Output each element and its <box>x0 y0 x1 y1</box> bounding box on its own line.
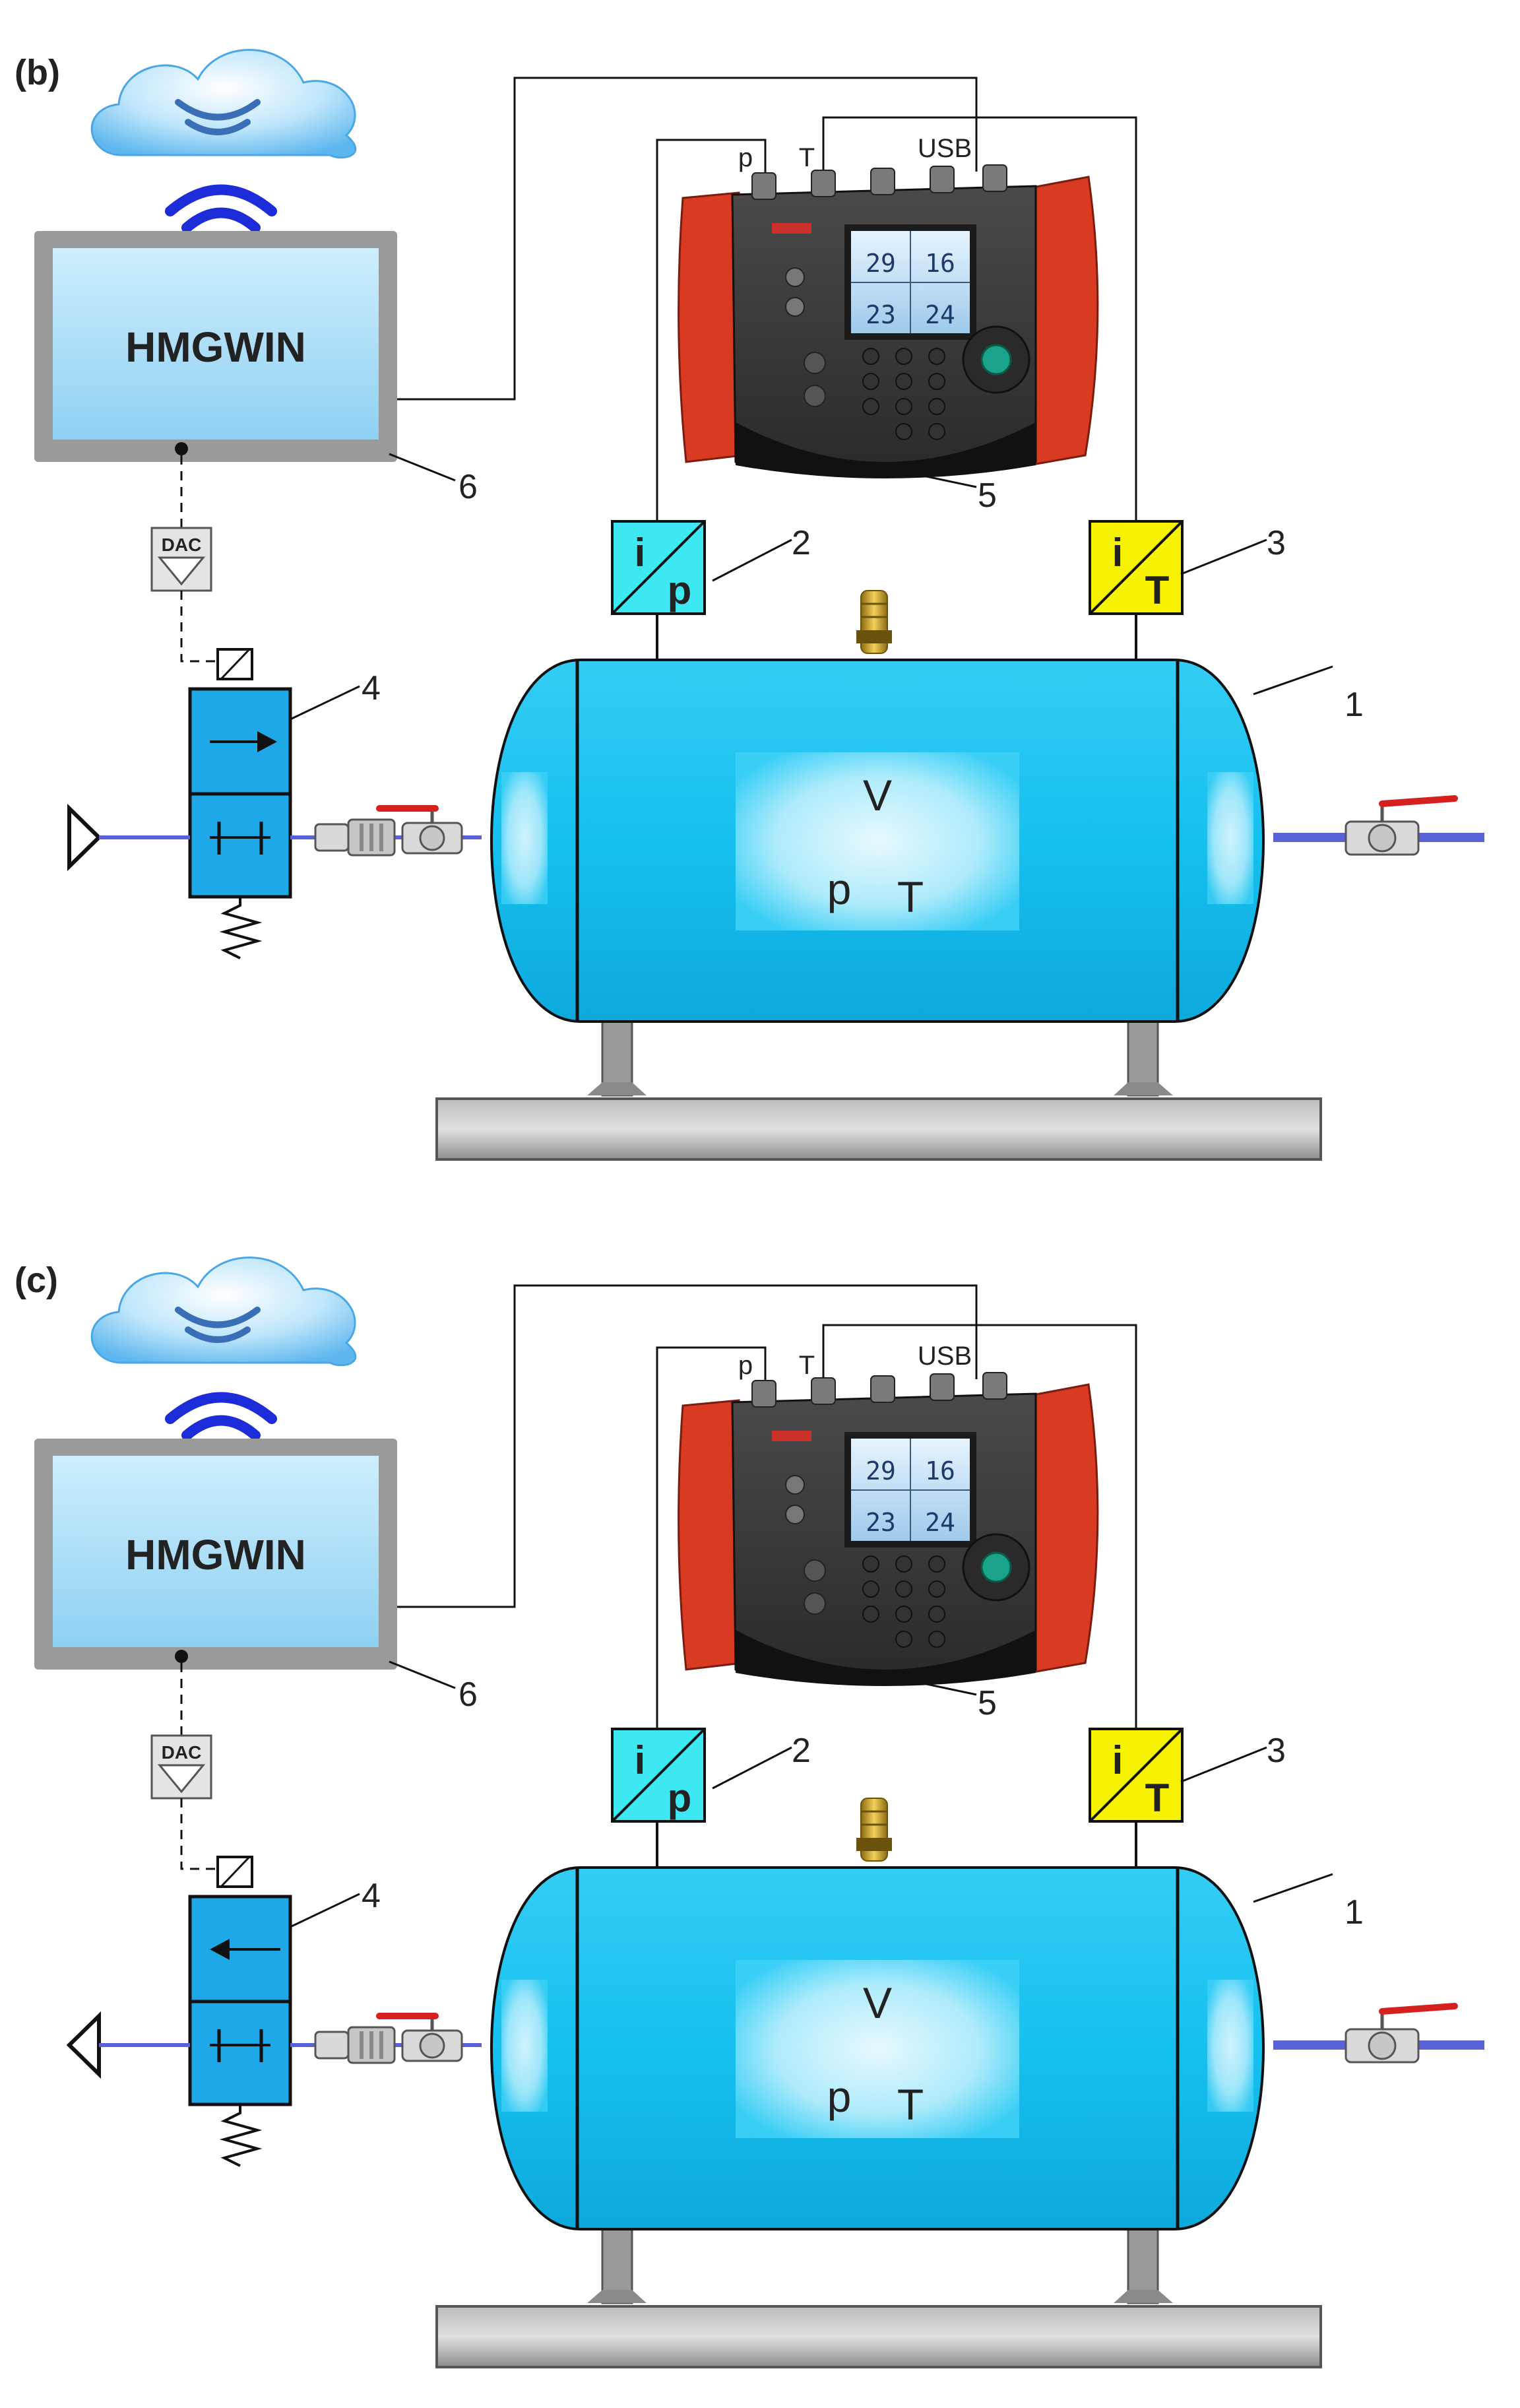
right-ball-valve <box>1345 2003 1458 2064</box>
signal-wires <box>397 77 1137 521</box>
callout-leaders <box>290 453 1333 721</box>
solenoid-valve <box>188 648 292 960</box>
transducer-T-top: i <box>1112 1738 1124 1782</box>
panel-label: (b) <box>15 53 60 92</box>
port-label-usb: USB <box>918 134 972 163</box>
callout-5: 5 <box>978 476 997 515</box>
exhaust-symbol <box>66 2011 101 2079</box>
svg-text:24: 24 <box>925 1508 955 1537</box>
callout-4: 4 <box>362 669 381 707</box>
exhaust-symbol <box>67 803 102 872</box>
cloud-icon <box>90 1256 357 1367</box>
svg-text:29: 29 <box>866 1456 896 1485</box>
vessel-stand <box>435 989 1322 1161</box>
panel-c: (c) HMGWIN DAC <box>15 1256 1484 2368</box>
vessel-volume-label: V <box>863 771 892 820</box>
vessel-temperature-label: T <box>897 2080 924 2129</box>
callout-6: 6 <box>459 468 478 506</box>
left-ball-valve <box>376 805 463 855</box>
callout-1: 1 <box>1345 686 1364 724</box>
callout-3: 3 <box>1267 524 1286 562</box>
vessel-pressure-label: p <box>827 864 852 913</box>
transducer-p-bottom: p <box>668 568 692 612</box>
svg-text:23: 23 <box>866 300 896 329</box>
port-label-p: p <box>738 1351 753 1380</box>
transducer-T-bottom: T <box>1145 1776 1170 1820</box>
quick-coupling <box>314 2026 396 2064</box>
port-label-p: p <box>738 143 753 172</box>
transducer-p-top: i <box>635 531 646 575</box>
callout-5: 5 <box>978 1684 997 1722</box>
handheld-data-recorder: 29 16 23 24 <box>678 1372 1099 1686</box>
vessel-pressure-label: p <box>827 2072 852 2121</box>
transducer-p-bottom: p <box>668 1776 692 1820</box>
svg-text:16: 16 <box>925 249 955 278</box>
callout-2: 2 <box>792 524 811 562</box>
computer-monitor: HMGWIN <box>34 231 397 462</box>
transducer-T-bottom: T <box>1145 568 1170 612</box>
svg-text:16: 16 <box>925 1456 955 1485</box>
safety-valve <box>856 1798 892 1862</box>
svg-text:29: 29 <box>866 249 896 278</box>
panel-b: (b) HMGWIN DAC <box>15 49 1484 1161</box>
signal-wires <box>397 1284 1137 1729</box>
callout-4: 4 <box>362 1877 381 1915</box>
quick-coupling <box>314 818 396 857</box>
port-label-T: T <box>799 1351 815 1380</box>
dac-converter: DAC <box>150 1734 212 1800</box>
computer-monitor: HMGWIN <box>34 1439 397 1670</box>
vessel-volume-label: V <box>863 1978 892 2027</box>
pressure-transducer: i p <box>611 520 706 660</box>
cloud-icon <box>90 49 357 159</box>
panel-label: (c) <box>15 1260 58 1300</box>
temperature-transducer: i T <box>1089 520 1184 660</box>
dac-converter: DAC <box>150 527 212 592</box>
vessel-temperature-label: T <box>897 872 924 921</box>
callout-leaders <box>290 1660 1333 1928</box>
solenoid-valve <box>188 1856 292 2167</box>
pressure-vessel: V p T <box>490 659 1265 1023</box>
dac-label: DAC <box>162 1742 202 1763</box>
handheld-data-recorder: 29 16 23 24 <box>678 164 1099 478</box>
dac-label: DAC <box>162 535 202 555</box>
left-ball-valve <box>376 2013 463 2062</box>
pressure-vessel: V p T <box>490 1866 1265 2230</box>
port-label-usb: USB <box>918 1342 972 1371</box>
transducer-T-top: i <box>1112 531 1124 575</box>
temperature-transducer: i T <box>1089 1728 1184 1868</box>
callout-6: 6 <box>459 1676 478 1714</box>
svg-text:23: 23 <box>866 1508 896 1537</box>
right-ball-valve <box>1345 795 1458 856</box>
software-name: HMGWIN <box>125 1531 306 1578</box>
transducer-p-top: i <box>635 1738 646 1782</box>
port-label-T: T <box>799 143 815 172</box>
software-name: HMGWIN <box>125 323 306 371</box>
callout-1: 1 <box>1345 1893 1364 1932</box>
svg-text:24: 24 <box>925 300 955 329</box>
callout-2: 2 <box>792 1732 811 1770</box>
callout-3: 3 <box>1267 1732 1286 1770</box>
safety-valve <box>856 590 892 654</box>
pressure-transducer: i p <box>611 1728 706 1868</box>
